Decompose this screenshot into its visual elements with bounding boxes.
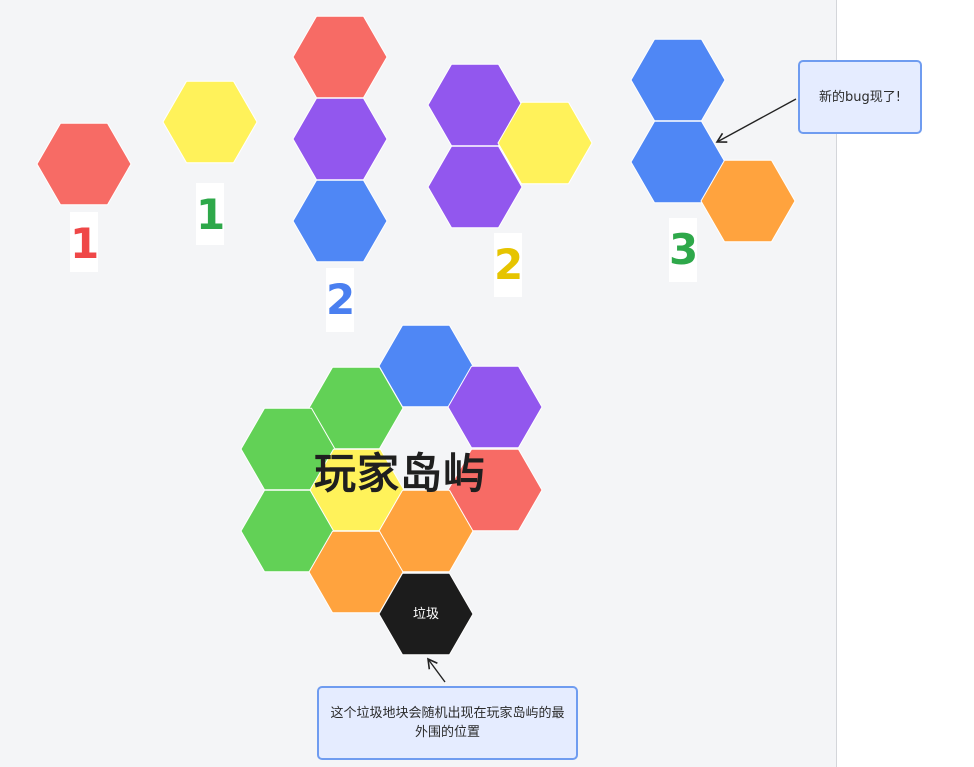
whiteboard-canvas[interactable]: 1 1 2 2 3 玩家岛屿 垃圾 xyxy=(0,0,837,767)
group4-count-label: 2 xyxy=(494,233,523,297)
bug-note-arrow xyxy=(715,98,797,143)
group4-hex-purple-top[interactable] xyxy=(427,63,523,147)
group4-hex-yellow[interactable] xyxy=(497,101,593,185)
bug-note[interactable]: 新的bug现了! xyxy=(798,60,922,134)
group5-hex-orange[interactable] xyxy=(700,159,796,243)
island-hex-trash[interactable] xyxy=(378,572,474,656)
island-hex-purple[interactable] xyxy=(447,365,543,449)
trash-tile-label: 垃圾 xyxy=(412,607,439,622)
group1-count-label: 1 xyxy=(70,212,99,272)
group5-count-label: 3 xyxy=(669,218,698,282)
group3-count-label: 2 xyxy=(326,268,355,332)
hexagon-diagram xyxy=(36,15,797,683)
group3-hex-purple[interactable] xyxy=(292,97,388,181)
group4-hex-purple-bottom[interactable] xyxy=(427,145,523,229)
group5-hex-blue-top[interactable] xyxy=(630,38,726,122)
island-title: 玩家岛屿 xyxy=(313,449,486,498)
trash-note-text: 这个垃圾地块会随机出现在玩家岛屿的最外围的位置 xyxy=(330,706,565,740)
group3-hex-red[interactable] xyxy=(292,15,388,99)
bug-note-text: 新的bug现了! xyxy=(819,89,901,105)
group3-hex-blue[interactable] xyxy=(292,179,388,263)
trash-note[interactable]: 这个垃圾地块会随机出现在玩家岛屿的最外围的位置 xyxy=(317,686,578,760)
group1-hex-red[interactable] xyxy=(36,122,132,206)
group2-hex-yellow[interactable] xyxy=(162,80,258,164)
group2-count-label: 1 xyxy=(196,183,225,245)
trash-note-arrow xyxy=(427,657,446,683)
